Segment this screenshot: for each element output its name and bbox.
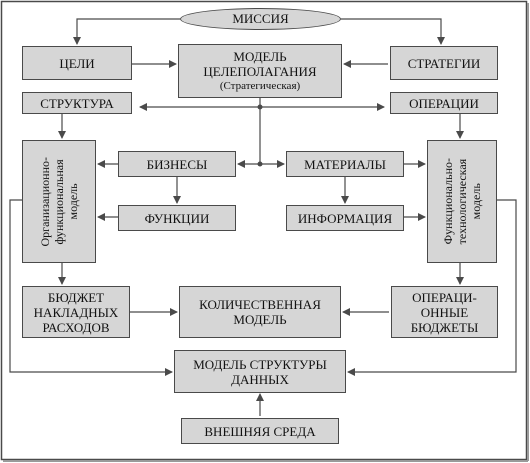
external-environment-box: ВНЕШНЯЯ СРЕДА — [181, 418, 339, 444]
junction-dot-mid — [257, 161, 263, 167]
materials-box: МАТЕРИАЛЫ — [286, 151, 404, 177]
mission-node: МИССИЯ — [180, 8, 341, 30]
arrow-right-loop — [347, 199, 517, 376]
arrow-mission-strategies — [341, 18, 445, 45]
quantitative-model-box: КОЛИЧЕСТВЕННАЯ МОДЕЛЬ — [179, 286, 341, 338]
data-structure-model-box: МОДЕЛЬ СТРУКТУРЫ ДАННЫХ — [174, 350, 346, 393]
arrow-mission-goals — [73, 18, 180, 45]
arrow-left-loop — [9, 199, 173, 376]
goal-model-box: МОДЕЛЬ ЦЕЛЕПОЛАГАНИЯ (Стратегическая) — [178, 44, 342, 98]
overhead-budget-box: БЮДЖЕТ НАКЛАДНЫХ РАСХОДОВ — [22, 286, 130, 338]
func-tech-model-box: Функционально- технологическая модель — [427, 140, 497, 263]
goals-box: ЦЕЛИ — [22, 46, 132, 80]
func-tech-model-label: Функционально- технологическая модель — [441, 158, 483, 245]
structure-box: СТРУКТУРА — [22, 92, 132, 114]
operations-box: ОПЕРАЦИИ — [390, 92, 498, 114]
strategies-box: СТРАТЕГИИ — [390, 46, 498, 80]
functions-box: ФУНКЦИИ — [118, 205, 236, 231]
junction-dot-top — [257, 104, 263, 110]
businesses-box: БИЗНЕСЫ — [118, 151, 236, 177]
org-functional-model-box: Организационно- функциональная модель — [22, 140, 96, 263]
information-box: ИНФОРМАЦИЯ — [286, 205, 404, 231]
org-functional-model-label: Организационно- функциональная модель — [38, 156, 80, 247]
operational-budgets-box: ОПЕРАЦИ- ОННЫЕ БЮДЖЕТЫ — [391, 286, 498, 338]
